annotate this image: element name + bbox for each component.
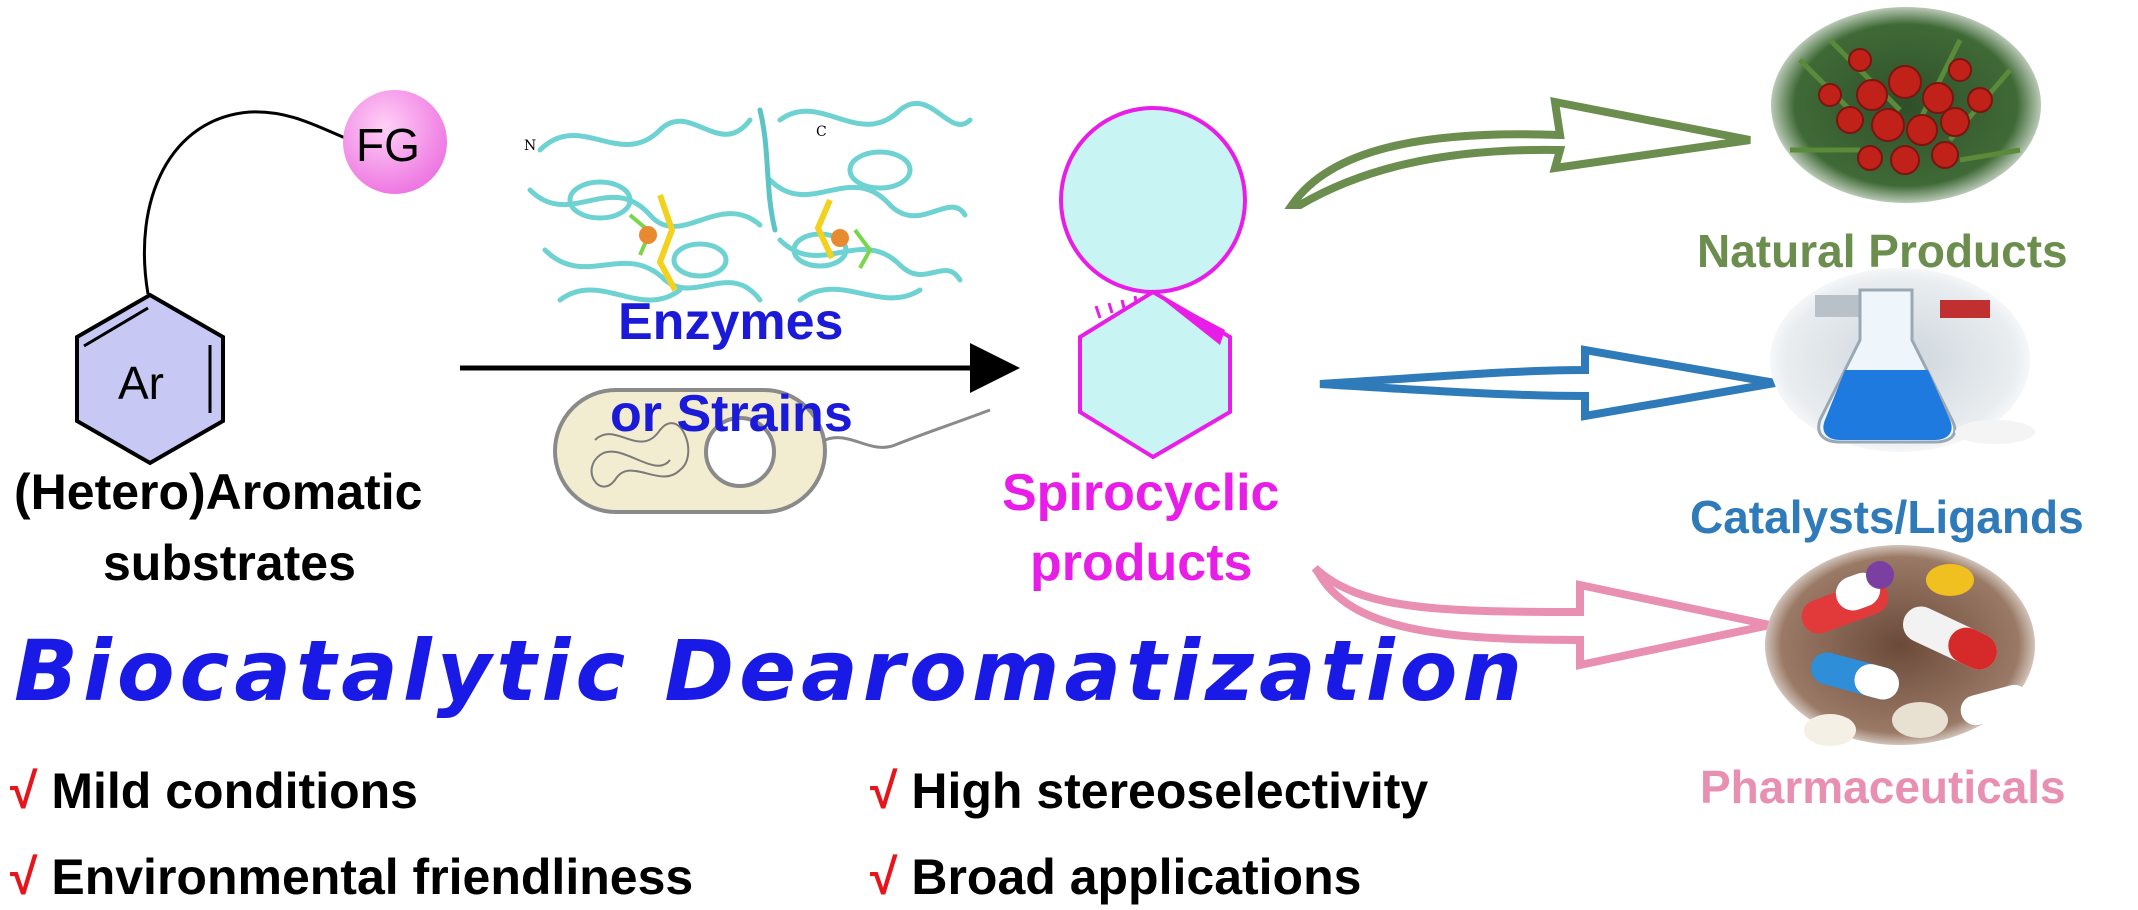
- arrow-to-catalysts: [1319, 345, 1776, 421]
- substrate-caption-line2: substrates: [103, 535, 356, 591]
- arrow-to-natural-products: [1284, 96, 1751, 209]
- tether-line: [143, 110, 351, 295]
- substrate-caption-line1: (Hetero)Aromatic: [14, 464, 423, 520]
- natural-products-image: [1771, 7, 2041, 203]
- application-label-natural-products: Natural Products: [1697, 225, 2068, 277]
- feature-text: Environmental friendliness: [51, 849, 694, 905]
- feature-broad-applications: √ Broad applications: [870, 848, 1361, 906]
- flagellum: [824, 408, 991, 449]
- fg-bubble: [343, 90, 447, 194]
- dna-tangle: [590, 422, 690, 488]
- protein-terminus-c: C: [816, 124, 827, 140]
- bacterial-cell: [553, 388, 991, 514]
- arrow-to-pharmaceuticals: [1311, 565, 1771, 670]
- feature-text: High stereoselectivity: [911, 763, 1429, 819]
- check-mark: √: [10, 763, 38, 819]
- protein-terminus-n: N: [524, 138, 537, 154]
- product-caption-line1: Spirocyclic: [1002, 464, 1280, 522]
- fg-label: FG: [356, 119, 420, 171]
- hash-bond: [1094, 295, 1138, 319]
- enzyme-label-line2: or Strains: [610, 385, 853, 443]
- feature-mild-conditions: √ Mild conditions: [10, 762, 418, 820]
- substrate-molecule: [75, 90, 447, 466]
- enzyme-ligands: [628, 194, 873, 292]
- feature-text: Mild conditions: [51, 763, 418, 819]
- application-label-pharmaceuticals: Pharmaceuticals: [1700, 761, 2066, 813]
- feature-high-stereoselectivity: √ High stereoselectivity: [870, 762, 1428, 820]
- check-mark: √: [10, 849, 38, 905]
- pharmaceuticals-image: [1765, 545, 2035, 746]
- feature-environmental-friendliness: √ Environmental friendliness: [10, 848, 693, 906]
- main-title: Biocatalytic Dearomatization: [14, 622, 1528, 720]
- feature-text: Broad applications: [911, 849, 1362, 905]
- enzyme-label-line1: Enzymes: [618, 293, 844, 351]
- flask-liquid: [1823, 370, 1952, 440]
- spiro-upper-ring: [1059, 106, 1247, 294]
- product-caption-line2: products: [1030, 534, 1253, 592]
- ring-inner-bond-1: [83, 306, 149, 348]
- aromatic-ring: [75, 292, 225, 466]
- ring-label: Ar: [118, 357, 164, 409]
- enzyme-ribbon-illustration: [527, 100, 973, 303]
- wedge-bond: [1153, 292, 1225, 345]
- application-label-catalysts: Catalysts/Ligands: [1690, 491, 2084, 543]
- spiro-lower-ring: [1078, 289, 1232, 460]
- spirocycle-structure: [1059, 106, 1247, 460]
- plasmid: [704, 416, 776, 488]
- check-mark: √: [870, 849, 898, 905]
- check-mark: √: [870, 763, 898, 819]
- catalysts-image: [1770, 268, 2035, 452]
